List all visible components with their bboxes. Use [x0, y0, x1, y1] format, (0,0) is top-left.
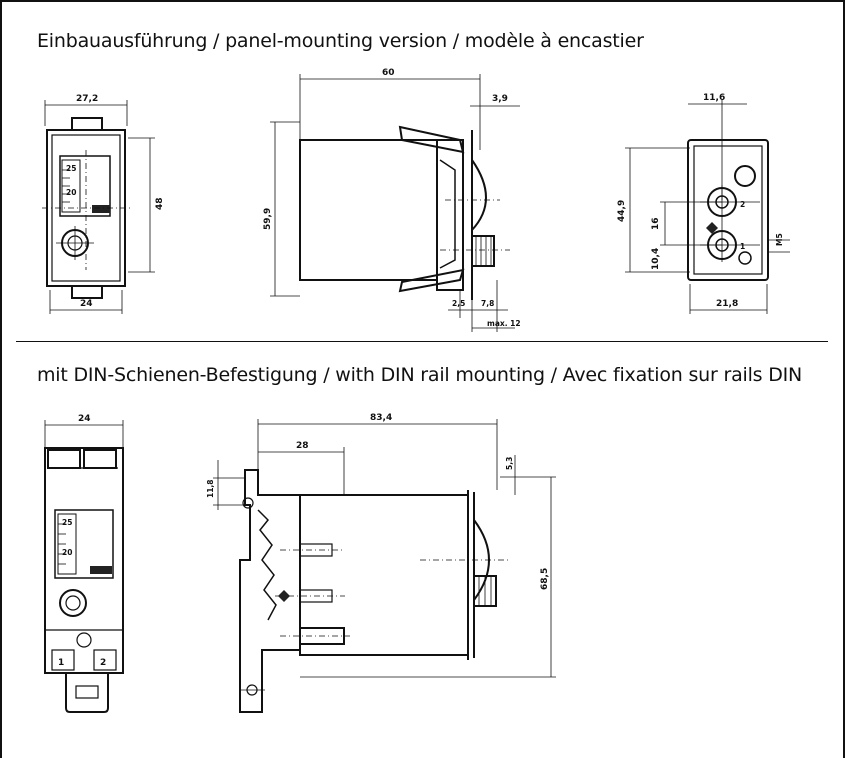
panel-front-view: 27,2 25 20 48 24	[42, 94, 165, 314]
din-side-length: 83,4	[370, 413, 392, 423]
din-front-scale-25: 25	[62, 518, 72, 527]
panel-side-dim-2-5: 2,5	[452, 299, 465, 308]
panel-rear-view: 11,6 44,9 16 10,4 2 1 M5 21	[617, 93, 790, 314]
panel-side-view: 60 3,9 59,9 2,5 7,8 max. 12	[263, 68, 521, 332]
panel-mounting-heading: Einbauausführung / panel-mounting versio…	[37, 30, 644, 52]
din-side-height: 68,5	[540, 568, 550, 590]
din-front-terminal-1: 1	[58, 658, 64, 668]
section-divider	[16, 341, 828, 342]
panel-side-dim-7-8: 7,8	[481, 299, 494, 308]
panel-rear-height: 44,9	[617, 200, 627, 222]
panel-front-scale-20: 20	[66, 188, 76, 197]
panel-rear-dim-16: 16	[651, 217, 661, 230]
panel-side-max-note: max. 12	[487, 319, 521, 328]
panel-rear-width-bottom: 21,8	[716, 299, 738, 309]
panel-rear-terminal-2: 2	[740, 200, 745, 209]
panel-rear-dim-10-4: 10,4	[651, 248, 661, 270]
din-front-scale-20: 20	[62, 548, 72, 557]
panel-front-width-top: 27,2	[76, 94, 98, 104]
panel-front-width-bottom: 24	[80, 299, 93, 309]
din-front-view: 24 25 20 1 2	[44, 414, 124, 713]
din-side-view: 83,4 28 5,3 11,8 68,5	[206, 413, 556, 713]
din-side-dim-28: 28	[296, 441, 309, 451]
panel-rear-width-top: 11,6	[703, 93, 725, 103]
panel-side-offset: 3,9	[492, 94, 508, 104]
panel-rear-dim-right: M5	[775, 233, 784, 246]
panel-side-height: 59,9	[263, 208, 273, 230]
din-front-width: 24	[78, 414, 91, 424]
din-rail-heading: mit DIN-Schienen-Befestigung / with DIN …	[37, 364, 803, 386]
panel-rear-terminal-1: 1	[740, 242, 745, 251]
panel-front-scale-25: 25	[66, 164, 76, 173]
din-side-dim-5-3: 5,3	[505, 457, 514, 470]
panel-front-height: 48	[155, 197, 165, 210]
din-front-terminal-2: 2	[100, 658, 106, 668]
panel-side-length: 60	[382, 68, 395, 78]
din-side-dim-11-8: 11,8	[206, 479, 215, 498]
